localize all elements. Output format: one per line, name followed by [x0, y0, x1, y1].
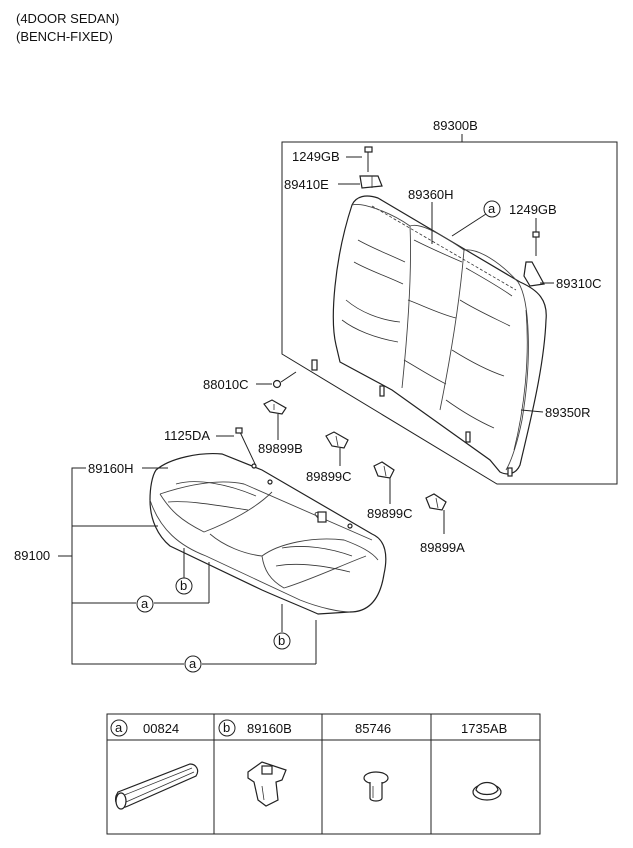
label-1249GB-top: 1249GB [292, 149, 340, 164]
callout-a-left: a [136, 595, 154, 613]
hook-89899B [263, 399, 287, 440]
grommet-icon [472, 781, 502, 801]
seat-back-illustration [311, 195, 547, 477]
label-89410E: 89410E [284, 177, 329, 192]
svg-text:b: b [278, 633, 285, 648]
callout-b-left: b [175, 577, 193, 595]
bracket-89410E [359, 175, 383, 189]
legend-cell-85746: 85746 [355, 721, 391, 802]
svg-text:a: a [189, 656, 197, 671]
label-89899C-2: 89899C [367, 506, 413, 521]
svg-text:b: b [180, 578, 187, 593]
label-89100: 89100 [14, 548, 50, 563]
header-line-1: (4DOOR SEDAN) [16, 11, 119, 26]
bolt-1249GB-right [532, 231, 540, 256]
hook-89899C-1 [325, 431, 349, 466]
legend-cell-89160B: b 89160B [218, 719, 292, 807]
clip-icon [247, 761, 287, 807]
leader-89350R [520, 409, 544, 413]
legend-cell-1735AB: 1735AB [461, 721, 507, 801]
legend-letter-b: b [223, 720, 230, 735]
trim-strip-icon [115, 763, 199, 810]
svg-text:a: a [488, 201, 496, 216]
bolt-1249GB-top [364, 146, 373, 172]
label-89350R: 89350R [545, 405, 591, 420]
label-89310C: 89310C [556, 276, 602, 291]
svg-text:a: a [141, 596, 149, 611]
backrest-frame [281, 134, 618, 485]
label-1249GB-right: 1249GB [509, 202, 557, 217]
header-line-2: (BENCH-FIXED) [16, 29, 113, 44]
cushion-bracket-lines [71, 467, 317, 665]
nut-88010C [272, 371, 297, 389]
label-89160H: 89160H [88, 461, 134, 476]
legend-letter-a: a [115, 720, 123, 735]
legend-code-89160B: 89160B [247, 721, 292, 736]
label-88010C: 88010C [203, 377, 249, 392]
bolt-1125DA [235, 427, 257, 467]
legend-code-00824: 00824 [143, 721, 179, 736]
bracket-89310C [523, 261, 545, 287]
hook-89899C-2 [373, 461, 395, 504]
label-89899C-1: 89899C [306, 469, 352, 484]
legend-code-1735AB: 1735AB [461, 721, 507, 736]
callout-a-back: a [451, 200, 501, 237]
label-1125DA: 1125DA [164, 428, 210, 443]
callout-b-right: b [273, 632, 291, 650]
legend-cell-00824: a 00824 [110, 719, 199, 810]
callout-a-bottom: a [184, 655, 202, 673]
seat-cushion-illustration [149, 453, 387, 615]
label-89899A: 89899A [420, 540, 465, 555]
legend-code-85746: 85746 [355, 721, 391, 736]
hook-89899A [425, 493, 447, 534]
label-89360H: 89360H [408, 187, 454, 202]
label-89300B: 89300B [433, 118, 478, 133]
push-pin-icon [363, 771, 389, 802]
label-89899B: 89899B [258, 441, 303, 456]
legend-table [106, 713, 541, 835]
